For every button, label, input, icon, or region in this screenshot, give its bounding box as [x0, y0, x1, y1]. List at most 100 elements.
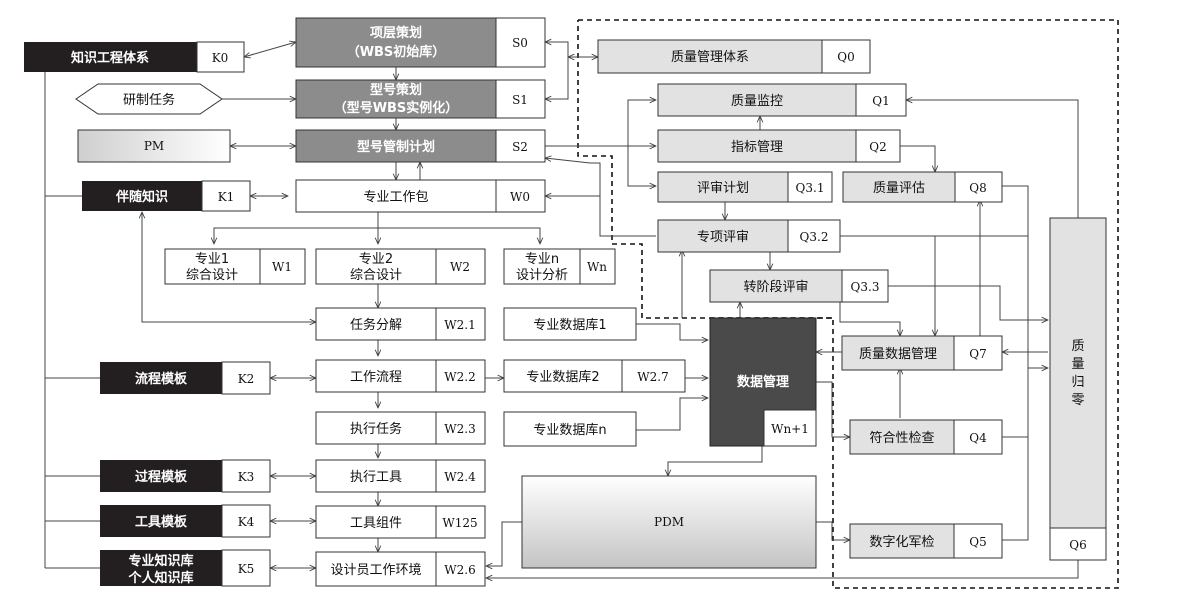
s1-code: S1: [512, 93, 528, 107]
w23-label: 执行任务: [350, 421, 402, 437]
s1-label-2: （型号WBS实例化）: [334, 100, 459, 116]
w1-code: W1: [272, 260, 292, 274]
k5-label-2: 个人知识库: [127, 570, 193, 586]
w1-node: 专业1 综合设计 W1: [164, 248, 306, 285]
pm-label: PM: [144, 139, 164, 153]
w23-code: W2.3: [444, 422, 475, 436]
q31-node: 评审计划 Q3.1: [657, 171, 833, 203]
w21-code: W2.1: [444, 318, 475, 332]
q31-label: 评审计划: [697, 181, 749, 196]
dbn-node: 专业数据库n: [503, 411, 637, 447]
q0-code: Q0: [837, 50, 854, 64]
q4-node: 符合性检查 Q4: [849, 419, 1003, 455]
db1-node: 专业数据库1: [503, 307, 637, 341]
k4-label: 工具模板: [135, 514, 188, 530]
k1-label: 伴随知识: [115, 189, 168, 205]
wn-code: Wn: [587, 260, 607, 274]
wn-label-2: 设计分析: [516, 268, 568, 283]
k2-label: 流程模板: [135, 371, 188, 387]
q2-label: 指标管理: [731, 140, 783, 155]
q0-node: 质量管理体系 Q0: [597, 39, 871, 74]
dm-node: 数据管理 Wn+1: [709, 317, 817, 447]
q5-code: Q5: [969, 535, 986, 549]
w21-node: 任务分解 W2.1: [315, 307, 486, 341]
q1-code: Q1: [872, 94, 889, 108]
k5-label-1: 专业知识库: [128, 553, 193, 569]
k1-code: K1: [218, 190, 235, 204]
w1-label-2: 综合设计: [186, 268, 238, 283]
q5-node: 数字化军检 Q5: [849, 523, 1003, 559]
q32-node: 专项评审 Q3.2: [657, 219, 841, 253]
w125-code: W125: [442, 516, 477, 530]
db1-label: 专业数据库1: [533, 317, 606, 333]
w1-label-1: 专业1: [195, 252, 229, 267]
pm-node: PM: [77, 129, 231, 163]
k2-node: 流程模板 K2: [100, 361, 271, 395]
q1-label: 质量监控: [731, 94, 783, 109]
q1-node: 质量监控 Q1: [657, 83, 907, 117]
k4-code: K4: [238, 515, 255, 529]
q6-label-4: 零: [1071, 393, 1084, 408]
q4-label: 符合性检查: [869, 430, 934, 446]
pdm-label: PDM: [654, 515, 684, 529]
pdm-node: PDM: [521, 475, 817, 569]
q4-code: Q4: [969, 431, 987, 445]
q6-code: Q6: [1069, 538, 1086, 552]
w2-node: 专业2 综合设计 W2: [315, 248, 486, 285]
s0-node: 项层策划 （WBS初始库） S0: [295, 17, 546, 68]
w0-label: 专业工作包: [363, 190, 428, 205]
w2-label-2: 综合设计: [350, 268, 402, 283]
q6-label-1: 质: [1071, 339, 1084, 354]
k3-node: 过程模板 K3: [100, 459, 271, 493]
q8-label: 质量评估: [873, 181, 925, 196]
db2-code: W2.7: [637, 370, 668, 384]
k4-node: 工具模板 K4: [100, 504, 271, 538]
w26-code: W2.6: [444, 563, 475, 577]
s0-code: S0: [512, 36, 528, 50]
w21-label: 任务分解: [350, 317, 402, 333]
wn-node: 专业n 设计分析 Wn: [503, 248, 616, 285]
q8-code: Q8: [969, 181, 986, 195]
w24-node: 执行工具 W2.4: [315, 459, 486, 493]
k5-code: K5: [238, 562, 255, 576]
w24-code: W2.4: [444, 470, 476, 484]
q2-code: Q2: [869, 140, 886, 154]
q31-code: Q3.1: [796, 181, 825, 195]
dm-label: 数据管理: [737, 374, 789, 390]
q2-node: 指标管理 Q2: [657, 129, 901, 163]
s2-label: 型号管制计划: [357, 139, 435, 155]
w26-label: 设计员工作环境: [330, 563, 421, 578]
k3-label: 过程模板: [135, 469, 188, 485]
q7-label: 质量数据管理: [859, 347, 937, 362]
q33-code: Q3.3: [851, 280, 880, 294]
q33-label: 转阶段评审: [743, 280, 808, 295]
k0-code: K0: [212, 51, 229, 65]
connectors: [44, 42, 1079, 578]
w23-node: 执行任务 W2.3: [315, 411, 486, 445]
q8-node: 质量评估 Q8: [842, 171, 1003, 203]
q32-code: Q3.2: [800, 230, 829, 244]
w2-code: W2: [450, 260, 470, 274]
q7-node: 质量数据管理 Q7: [841, 335, 1003, 371]
s1-node: 型号策划 （型号WBS实例化） S1: [295, 79, 546, 119]
q33-node: 转阶段评审 Q3.3: [709, 269, 889, 303]
q6-label-2: 量: [1071, 357, 1084, 372]
db2-node: 专业数据库2 W2.7: [503, 359, 686, 393]
dbn-label: 专业数据库n: [533, 422, 606, 438]
w125-label: 工具组件: [350, 516, 402, 531]
k1-node: 伴随知识 K1: [82, 180, 251, 212]
w22-node: 工作流程 W2.2: [315, 359, 486, 393]
w26-node: 设计员工作环境 W2.6: [315, 551, 486, 587]
w22-label: 工作流程: [350, 370, 402, 385]
w0-node: 专业工作包 W0: [295, 179, 546, 213]
k3-code: K3: [238, 470, 255, 484]
w24-label: 执行工具: [350, 470, 402, 485]
wn-label-1: 专业n: [525, 252, 559, 267]
k5-node: 专业知识库 个人知识库 K5: [100, 549, 271, 587]
s2-node: 型号管制计划 S2: [295, 129, 546, 163]
w2-label-1: 专业2: [359, 252, 393, 267]
w125-node: 工具组件 W125: [315, 505, 486, 539]
dm-code: Wn+1: [771, 422, 809, 436]
k0-label: 知识工程体系: [71, 50, 149, 66]
